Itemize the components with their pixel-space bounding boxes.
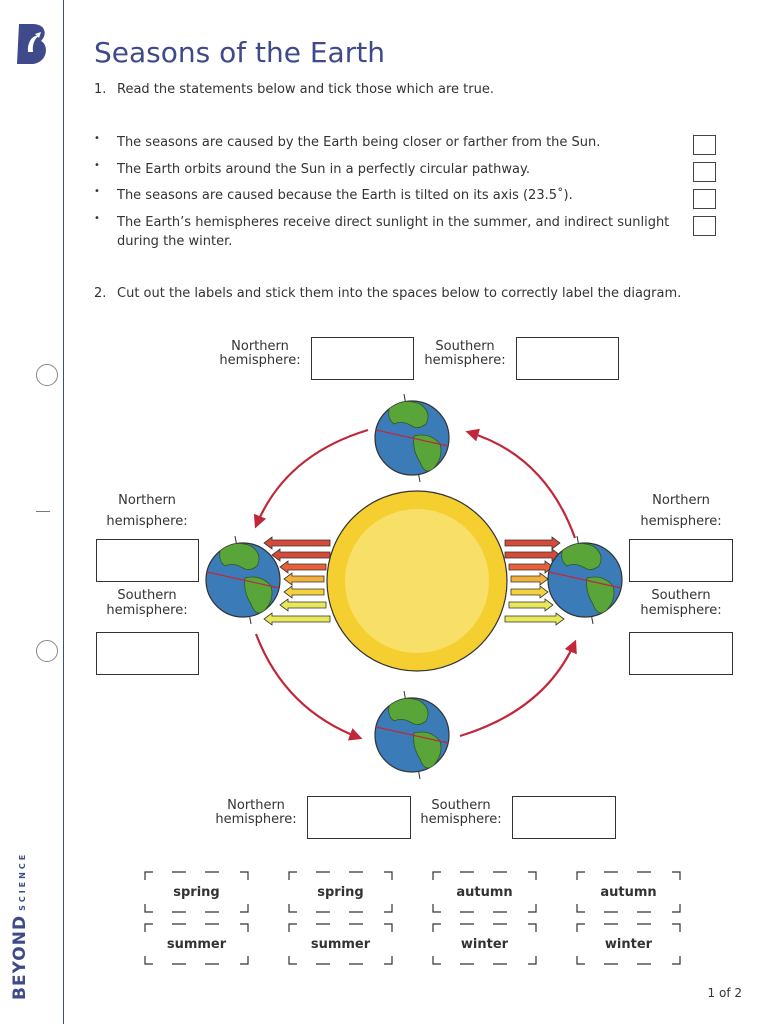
statement-checkbox[interactable] bbox=[693, 189, 716, 209]
margin-line bbox=[63, 0, 64, 1024]
answer-box-left-northern[interactable] bbox=[96, 539, 199, 582]
label-line: Northern bbox=[118, 493, 176, 508]
question-text: Cut out the labels and stick them into t… bbox=[117, 286, 682, 301]
answer-box-right-northern[interactable] bbox=[629, 539, 733, 582]
question-1: 1. Read the statements below and tick th… bbox=[94, 82, 714, 102]
statement-checkbox[interactable] bbox=[693, 135, 716, 155]
label-line: hemisphere: bbox=[106, 514, 188, 529]
answer-box-bottom-southern[interactable] bbox=[512, 796, 616, 839]
answer-box-bottom-northern[interactable] bbox=[307, 796, 411, 839]
page-title: Seasons of the Earth bbox=[94, 36, 385, 69]
answer-box-top-southern[interactable] bbox=[516, 337, 619, 380]
statement-text: The Earth’s hemispheres receive direct s… bbox=[117, 215, 670, 249]
orbit-arrow bbox=[465, 428, 577, 539]
statement-checkbox[interactable] bbox=[693, 162, 716, 182]
label-line: Southern bbox=[117, 588, 177, 603]
question-text: Read the statements below and tick those… bbox=[117, 82, 494, 97]
cutout-label-spring[interactable]: spring bbox=[317, 885, 364, 900]
orbit-arrow bbox=[253, 428, 369, 529]
binder-hole bbox=[36, 640, 58, 662]
bullet: • bbox=[94, 133, 100, 144]
earth-bottom bbox=[374, 690, 450, 780]
bullet: • bbox=[94, 160, 100, 171]
binder-hole bbox=[36, 364, 58, 386]
statement-text: The seasons are caused because the Earth… bbox=[117, 188, 573, 203]
brand-logo-icon bbox=[17, 24, 46, 64]
statement-item: • The Earth’s hemispheres receive direct… bbox=[94, 213, 694, 253]
orbit-arrow bbox=[254, 633, 363, 741]
cutout-label-summer[interactable]: summer bbox=[166, 937, 227, 952]
label-southern-top: Southern hemisphere: bbox=[424, 339, 506, 368]
cutout-label-spring[interactable]: spring bbox=[173, 885, 220, 900]
earth-top bbox=[374, 393, 450, 483]
answer-box-top-northern[interactable] bbox=[311, 337, 414, 380]
page-number: 1 of 2 bbox=[707, 986, 742, 1000]
bullet: • bbox=[94, 186, 100, 197]
label-northern-left: Northern hemisphere: bbox=[96, 490, 198, 532]
statement-item: • The seasons are caused because the Ear… bbox=[94, 186, 694, 206]
label-southern-right: Southern hemisphere: bbox=[630, 588, 732, 618]
answer-box-right-southern[interactable] bbox=[629, 632, 733, 675]
label-northern-right: Northern hemisphere: bbox=[630, 490, 732, 532]
cutout-label-winter[interactable]: winter bbox=[604, 937, 653, 952]
answer-box-left-southern[interactable] bbox=[96, 632, 199, 675]
cutout-label-summer[interactable]: summer bbox=[310, 937, 371, 952]
cutout-label-winter[interactable]: winter bbox=[460, 937, 509, 952]
label-line: hemisphere: bbox=[640, 514, 722, 529]
cutout-label-autumn[interactable]: autumn bbox=[456, 885, 513, 900]
statement-checkbox[interactable] bbox=[693, 216, 716, 236]
earth-left bbox=[205, 535, 281, 625]
label-line: Southern bbox=[651, 588, 711, 603]
cutout-frames bbox=[144, 871, 681, 965]
label-southern-left: Southern hemisphere: bbox=[96, 588, 198, 618]
label-southern-bottom: Southern hemisphere: bbox=[420, 798, 502, 827]
bullet: • bbox=[94, 213, 100, 224]
label-northern-bottom: Northern hemisphere: bbox=[215, 798, 297, 827]
orbit-arrow bbox=[459, 639, 577, 738]
question-number: 1. bbox=[94, 82, 107, 97]
label-northern-top: Northern hemisphere: bbox=[219, 339, 301, 368]
sun-inner bbox=[345, 509, 489, 653]
light-rays-right bbox=[504, 536, 565, 626]
label-line: hemisphere: bbox=[640, 603, 722, 618]
earth-right bbox=[547, 535, 623, 625]
label-line: Northern bbox=[652, 493, 710, 508]
light-rays-left bbox=[263, 536, 331, 626]
fold-mark bbox=[36, 511, 50, 512]
question-number: 2. bbox=[94, 286, 107, 301]
statement-text: The Earth orbits around the Sun in a per… bbox=[117, 162, 530, 177]
statement-item: • The Earth orbits around the Sun in a p… bbox=[94, 160, 694, 180]
cutout-label-autumn[interactable]: autumn bbox=[600, 885, 657, 900]
label-line: hemisphere: bbox=[106, 603, 188, 618]
question-2: 2. Cut out the labels and stick them int… bbox=[94, 286, 734, 306]
statement-text: The seasons are caused by the Earth bein… bbox=[117, 135, 601, 150]
statement-item: • The seasons are caused by the Earth be… bbox=[94, 133, 694, 153]
